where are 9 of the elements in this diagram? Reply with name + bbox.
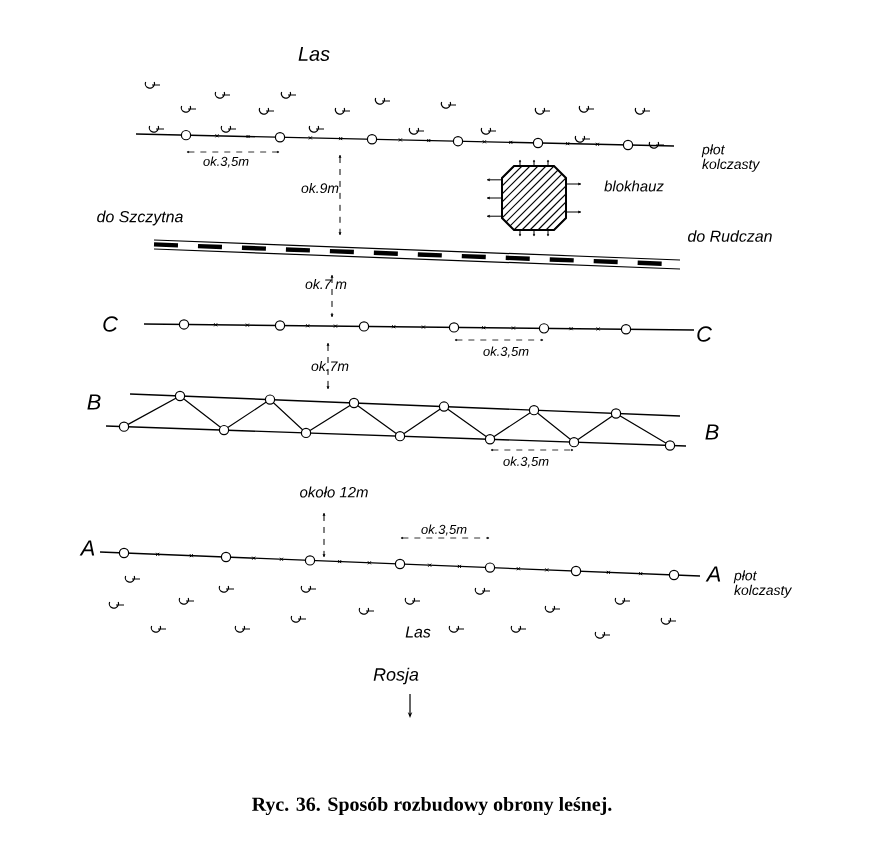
place-label: Rosja (373, 667, 419, 685)
line-letter: C (697, 326, 713, 342)
line-letter: A (705, 566, 721, 582)
line-letter: A (79, 540, 95, 556)
caption: Ryc. 36. Sposób rozbudowy obrony leśnej. (252, 796, 612, 816)
line-letter: B (705, 424, 719, 440)
line-letter: C (103, 316, 119, 332)
forest-label: Las (298, 47, 330, 61)
line-letter: B (87, 394, 101, 410)
